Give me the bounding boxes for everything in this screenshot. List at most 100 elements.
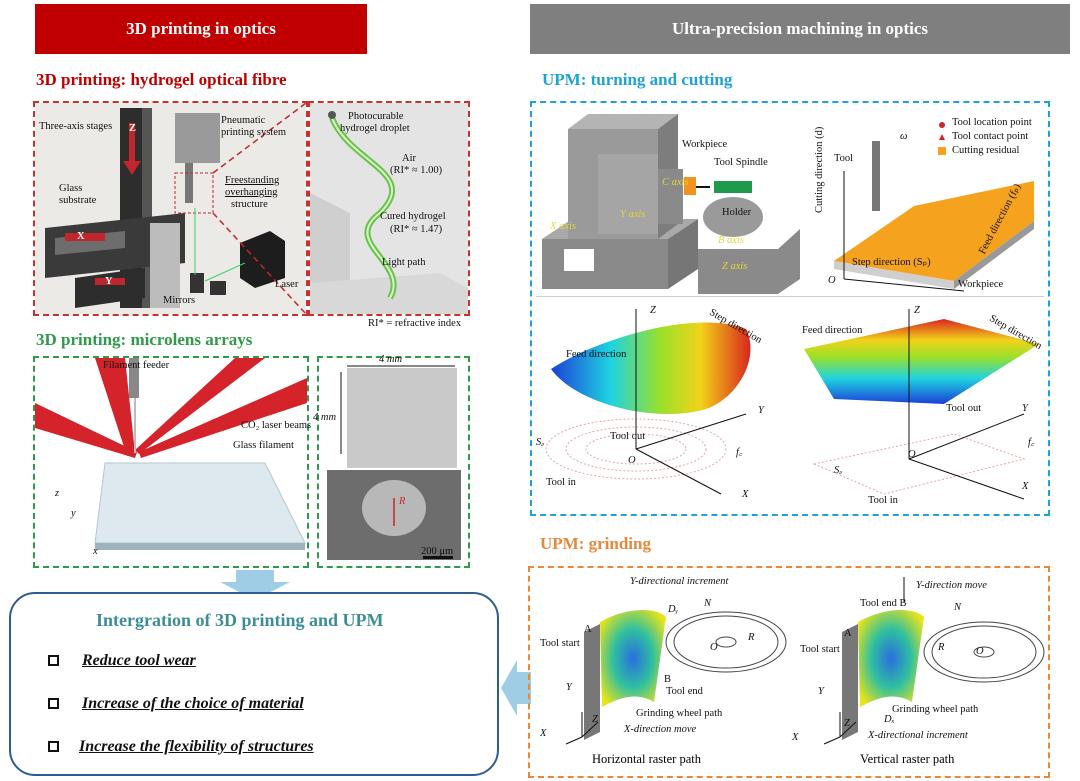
label-photocurable-1: Photocurable — [348, 111, 404, 122]
label-wheel-right: Grinding wheel path — [892, 704, 979, 715]
label-air-2: (RI* ≈ 1.00) — [390, 165, 443, 176]
caption-vertical: Vertical raster path — [860, 752, 955, 766]
label-tool-end-b: Tool end B — [860, 598, 907, 609]
label-g-left-y: Y — [566, 682, 572, 693]
label-a-left: A — [584, 624, 592, 635]
laser-array-illustration — [35, 358, 307, 550]
down-arrow-icon — [220, 570, 290, 600]
label-x-increment: X-directional increment — [868, 730, 968, 741]
label-lens-y: y — [71, 508, 76, 519]
label-b-axis: B axis — [718, 235, 744, 246]
caption-horizontal: Horizontal raster path — [592, 752, 701, 766]
label-holder: Holder — [722, 207, 752, 218]
label-z-axis: Z — [129, 123, 137, 134]
label-ri-note: RI* = refractive index — [368, 318, 462, 329]
checkbox-icon — [48, 698, 59, 709]
label-o-left: O — [710, 642, 718, 653]
label-left3d-sd: Sₔ — [536, 437, 545, 448]
label-photocurable-2: hydrogel droplet — [340, 123, 410, 134]
label-r-right: R — [938, 642, 945, 653]
label-4mm-top: 4 mm — [379, 354, 403, 365]
label-origin-o: O — [828, 275, 836, 286]
label-x-axis: X — [77, 231, 85, 242]
turning-panel: Workpiece Tool Spindle Holder C axis Y a… — [530, 101, 1050, 516]
label-workpiece: Workpiece — [682, 139, 728, 150]
label-z-axis-machine: Z axis — [722, 261, 748, 272]
label-tool-start-right: Tool start — [800, 644, 840, 655]
label-y-increment: Y-directional increment — [630, 576, 729, 587]
label-n-left: N — [704, 598, 712, 609]
label-wheel-left: Grinding wheel path — [636, 708, 723, 719]
label-left3d-x: X — [742, 489, 749, 500]
lens-photo — [327, 365, 461, 560]
printer-illustration — [35, 102, 307, 315]
label-g-right-x: X — [792, 732, 799, 743]
label-dy: Dᵧ — [668, 604, 679, 615]
label-right3d-o: O — [908, 449, 916, 460]
label-right3d-toolin: Tool in — [868, 495, 898, 506]
label-left3d-feed: Feed direction — [566, 349, 627, 360]
label-tool: Tool — [834, 153, 854, 164]
label-g-left-z: Z — [592, 714, 598, 725]
label-g-left-x: X — [540, 728, 547, 739]
label-three-axis-stages: Three-axis stages — [39, 121, 113, 132]
label-x-move: X-direction move — [624, 724, 697, 735]
label-cured-1: Cured hydrogel — [380, 211, 446, 222]
label-tool-contact: Tool contact point — [952, 131, 1029, 142]
vertical-raster-illustration — [823, 577, 1045, 745]
left-banner: 3D printing in optics — [35, 4, 367, 54]
label-y-axis: Y — [105, 276, 113, 287]
label-a-right: A — [844, 628, 852, 639]
label-scale-bar: 200 μm — [421, 546, 454, 557]
integration-item-3: Increase the flexibility of structures — [79, 738, 314, 755]
label-omega: ω — [900, 131, 908, 142]
freeform-surface-right — [804, 309, 1039, 500]
label-r-left: R — [748, 632, 755, 643]
label-x-axis-machine: X axis — [550, 221, 576, 232]
label-c-axis: C axis — [662, 177, 689, 188]
label-freestanding-1: Freestanding — [225, 175, 280, 186]
label-freestanding-2: overhanging — [225, 187, 278, 198]
integration-panel — [9, 592, 499, 776]
freeform-surface-left — [545, 309, 751, 495]
label-light-path: Light path — [382, 257, 426, 268]
label-right3d-sd: Sₔ — [834, 465, 843, 476]
label-left3d-y: Y — [758, 405, 764, 416]
hydrogel-left-panel: Three-axis stages Pneumatic printing sys… — [33, 101, 308, 316]
label-lens-r: R — [399, 496, 406, 507]
label-glass-1: Glass — [59, 183, 83, 194]
checkbox-icon — [48, 655, 59, 666]
label-cutting-residual: Cutting residual — [952, 145, 1020, 156]
label-n-right: N — [954, 602, 962, 613]
label-air-1: Air — [402, 153, 416, 164]
label-y-move: Y-direction move — [916, 580, 987, 591]
microlens-left-panel: Filament feeder CO₂ laser beams Glass fi… — [33, 356, 311, 568]
label-cutting-direction: Cutting direction (d) — [814, 126, 825, 213]
label-left3d-z: Z — [650, 305, 656, 316]
label-tool-location: Tool location point — [952, 117, 1032, 128]
label-right3d-y: Y — [1022, 403, 1028, 414]
label-right3d-feed: Feed direction — [802, 325, 863, 336]
label-right3d-toolout: Tool out — [946, 403, 982, 414]
grinding-title: UPM: grinding — [540, 534, 651, 553]
label-cured-2: (RI* ≈ 1.47) — [390, 224, 443, 235]
label-right3d-x: X — [1022, 481, 1029, 492]
label-freestanding-3: structure — [231, 199, 268, 210]
microlens-right-panel: 4 mm 4 mm R 200 μm — [313, 354, 470, 568]
right-banner: Ultra-precision machining in optics — [530, 4, 1070, 54]
label-mirrors: Mirrors — [163, 295, 196, 306]
hydrogel-right-panel: Photocurable hydrogel droplet Air (RI* ≈… — [308, 101, 470, 316]
label-left3d-fc: f꜀ — [736, 447, 743, 458]
label-dx: Dₓ — [884, 714, 895, 725]
label-pneumatic-1: Pneumatic — [221, 115, 266, 126]
hydrogel-title: 3D printing: hydrogel optical fibre — [36, 70, 287, 89]
label-b-left: B — [664, 674, 672, 685]
label-right3d-fc: f꜀ — [1028, 437, 1035, 448]
checkbox-icon — [48, 741, 59, 752]
grinding-panel: Y-directional increment Dᵧ N A Tool star… — [528, 566, 1050, 778]
label-o-right: O — [976, 646, 984, 657]
label-left3d-toolout: Tool out — [610, 431, 646, 442]
label-left3d-toolin: Tool in — [546, 477, 576, 488]
label-tool-spindle: Tool Spindle — [714, 157, 768, 168]
label-step-direction: Step direction (Sₚ) — [852, 257, 931, 268]
